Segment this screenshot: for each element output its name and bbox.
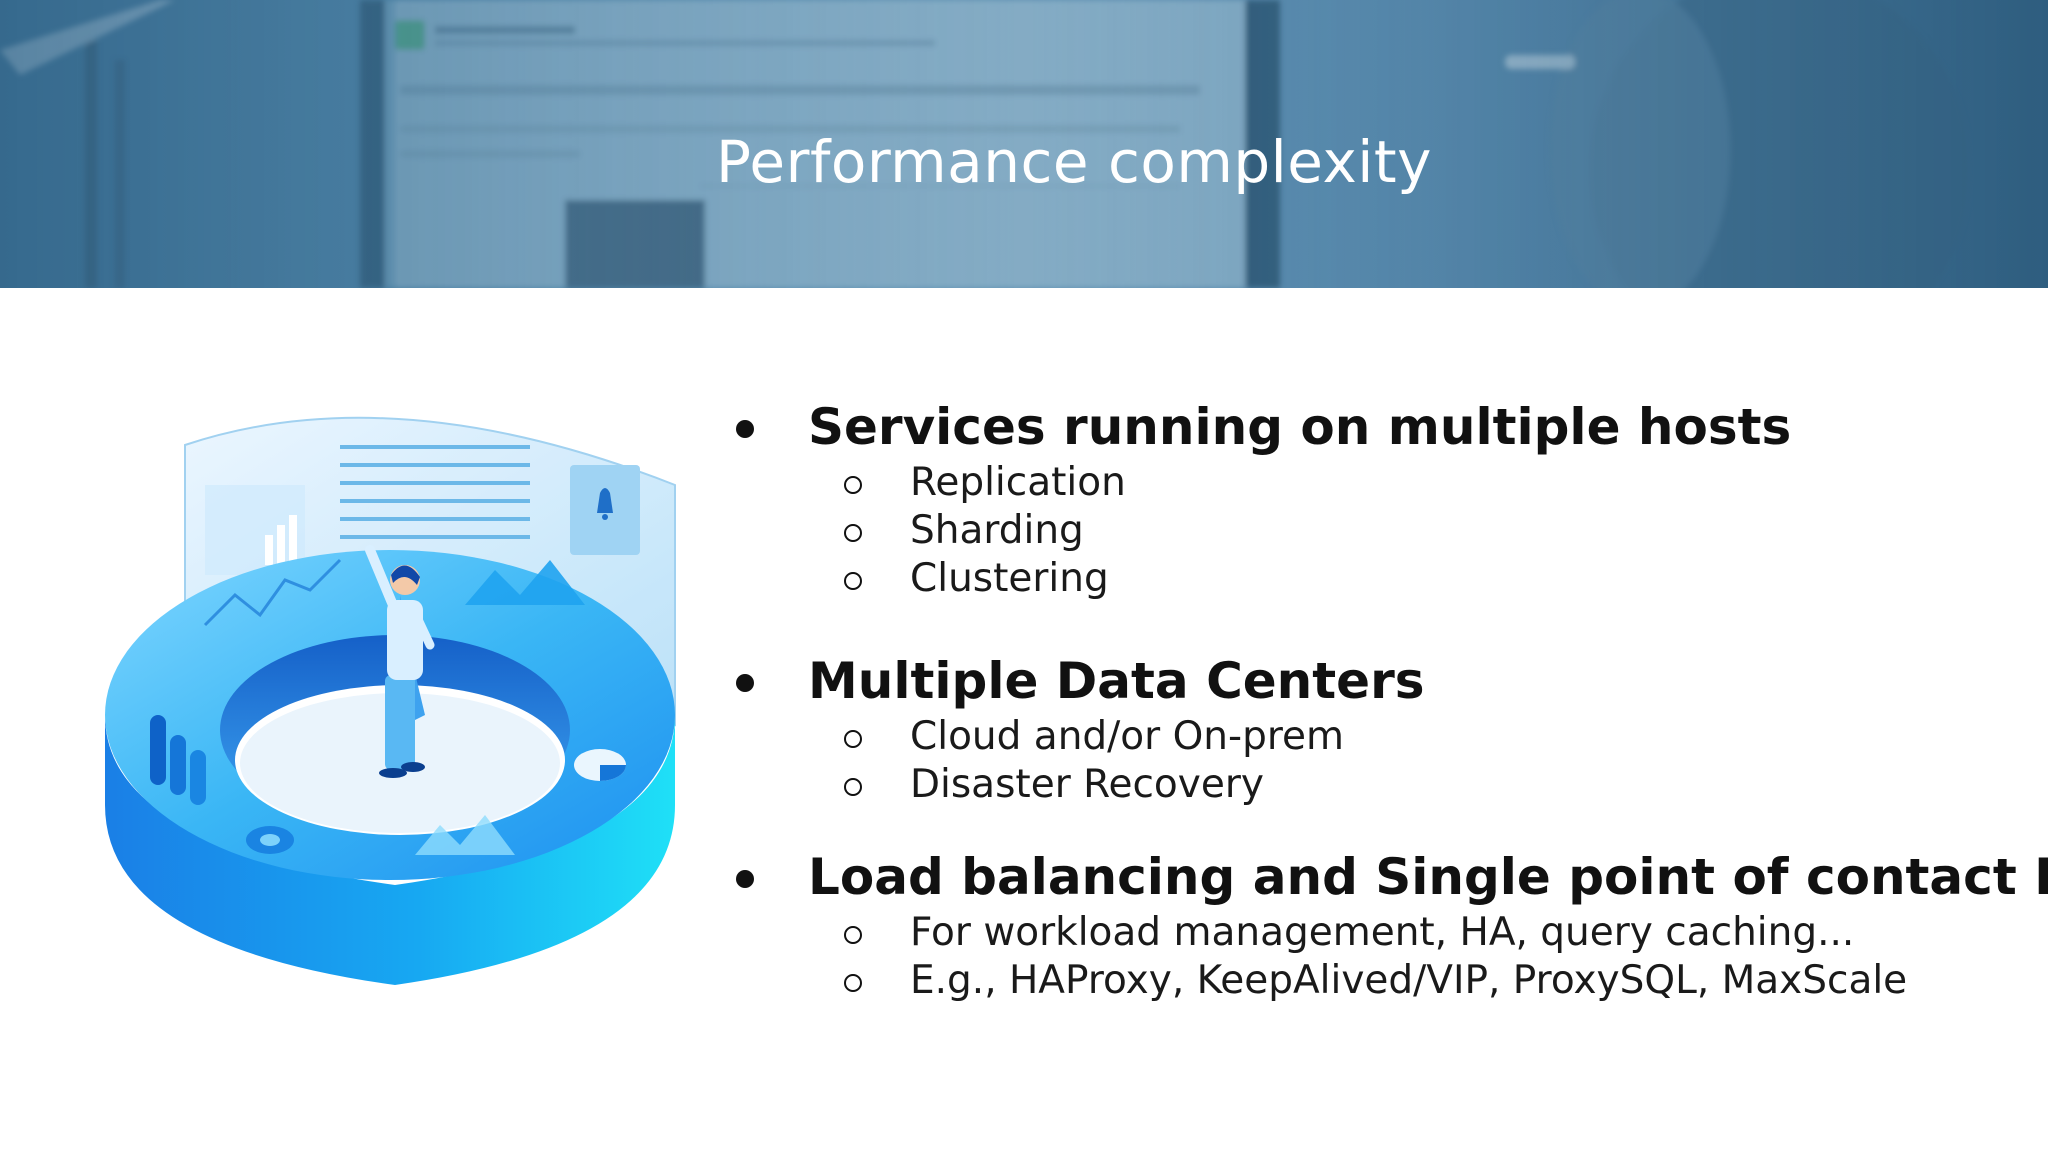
sub-bullet-ring (844, 572, 862, 590)
sub-bullet: E.g., HAProxy, KeepAlived/VIP, ProxySQL,… (720, 957, 2020, 1005)
sub-bullet: Cloud and/or On-prem (720, 713, 2020, 761)
sub-bullet-list: Cloud and/or On-prem Disaster Recovery (720, 713, 2020, 809)
bar-chart-icon (205, 485, 305, 575)
pie-chart-icon (574, 749, 626, 781)
sub-bullet-ring (844, 730, 862, 748)
cylinder-chart-icon (150, 715, 206, 805)
bullet-content: Services running on multiple hosts Repli… (720, 395, 2048, 1005)
bullet-group-hosts: Services running on multiple hosts Repli… (720, 395, 2020, 603)
line-graph (203, 558, 342, 627)
sub-bullet: Disaster Recovery (720, 761, 2020, 809)
sub-bullet-list: For workload management, HA, query cachi… (720, 909, 2020, 1005)
bullet-dot (736, 870, 754, 888)
sub-bullet: For workload management, HA, query cachi… (720, 909, 2020, 957)
sub-bullet-ring (844, 778, 862, 796)
sub-bullet-ring (844, 524, 862, 542)
monitoring-ring-illustration (105, 416, 676, 985)
sub-bullet-ring (844, 476, 862, 494)
sub-bullet: Replication (720, 459, 2020, 507)
sub-bullet-ring (844, 974, 862, 992)
bullet-heading: Multiple Data Centers (720, 649, 2020, 713)
bullet-heading-text: Services running on multiple hosts (808, 398, 1792, 456)
sub-bullet-ring (844, 926, 862, 944)
bell-icon (570, 465, 640, 555)
sub-bullet: Clustering (720, 555, 2020, 603)
sub-bullet-list: Replication Sharding Clustering (720, 459, 2020, 603)
bullet-heading: Load balancing and Single point of conta… (720, 845, 2048, 909)
bullet-heading-text: Multiple Data Centers (808, 652, 1425, 710)
banner-background-photo (0, 0, 2048, 288)
mountain-chart-icon (415, 560, 585, 855)
dashboard-lines (340, 445, 530, 539)
donut-chart-icon (246, 826, 294, 854)
bullet-group-load-balancing: Load balancing and Single point of conta… (720, 845, 2048, 1005)
page-title: Performance complexity (716, 128, 1432, 196)
header-banner: Performance complexity (0, 0, 2048, 288)
sub-bullet: Sharding (720, 507, 2020, 555)
bullet-dot (736, 420, 754, 438)
bullet-heading: Services running on multiple hosts (720, 395, 2020, 459)
bullet-group-datacenters: Multiple Data Centers Cloud and/or On-pr… (720, 649, 2020, 809)
person-figure (365, 545, 435, 778)
bullet-dot (736, 674, 754, 692)
bullet-heading-text: Load balancing and Single point of conta… (808, 848, 2048, 906)
